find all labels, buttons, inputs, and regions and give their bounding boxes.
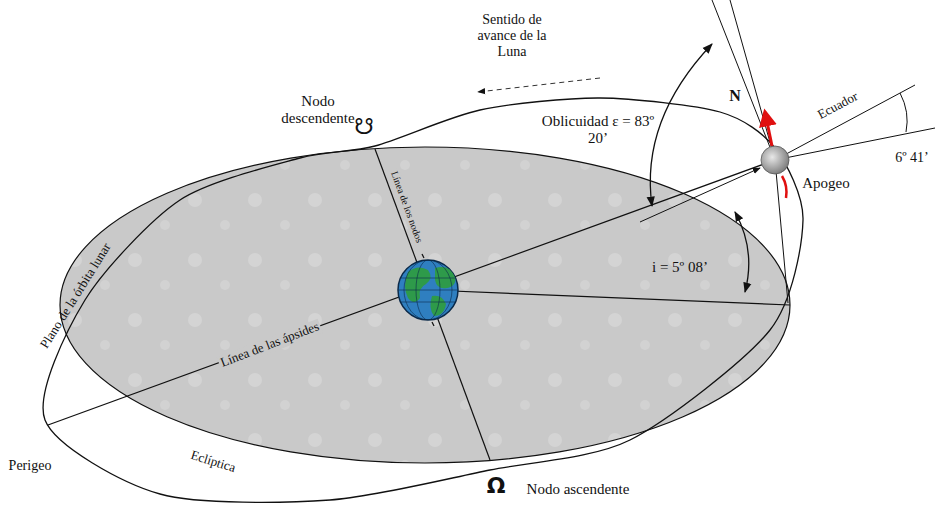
obliquity-label: Oblicuidad ε = 83º 20’: [536, 113, 660, 148]
moon-direction-arrow: [640, 168, 760, 222]
lunar-orbit-path: [43, 98, 803, 502]
nodes-line-label: Línea de los nodos: [388, 168, 426, 246]
south-mark: [782, 176, 787, 198]
motion-label: Sentido de avance de la Luna: [462, 12, 562, 60]
node-symbol: ☋: [354, 114, 374, 139]
lunar-orbit: [43, 98, 803, 502]
inclination-label: i = 5º 08’: [652, 259, 708, 276]
line-of-nodes: [375, 149, 490, 460]
apsides-line-label: Línea de las ápsides: [217, 319, 323, 372]
earth-globe: [398, 254, 458, 326]
angle-label: 6º 41’: [895, 150, 929, 166]
equator-line: [775, 85, 915, 160]
apogee-label: Apogeo: [802, 175, 850, 192]
equator-label: Ecuador: [815, 89, 860, 123]
north-label: N: [729, 87, 741, 105]
angle-arc: [900, 93, 907, 132]
ecliptic-label: Eclíptica: [189, 448, 238, 476]
obliquity-arc: [650, 44, 712, 206]
axis-line: [712, 0, 775, 160]
inclination-arc: [735, 212, 749, 292]
node-label: Nodo ascendente: [523, 481, 633, 498]
axis-line: [730, 0, 775, 160]
moon-motion-arrow: [478, 78, 600, 92]
ecliptic-radius: [428, 290, 790, 305]
moon: [761, 112, 789, 198]
line-of-apsides: [48, 160, 775, 425]
perigee-label: Perigeo: [9, 458, 52, 474]
moon-drop-line: [775, 160, 788, 303]
node-symbol: Ω: [487, 473, 506, 498]
orbit-plane-label: Plano de la órbita lunar: [38, 241, 115, 352]
north-arrow: [765, 112, 772, 146]
